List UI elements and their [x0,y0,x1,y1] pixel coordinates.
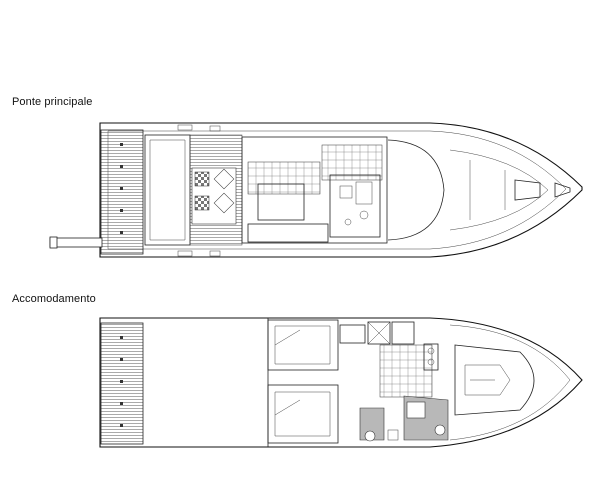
corridor [379,344,433,398]
cabin-port [267,319,339,371]
lower-deck-label: Accomodamento [12,293,96,305]
lower-deck-plan [99,317,583,448]
helm-station [329,174,381,238]
lower-swim-platform [100,322,144,445]
cabin-starboard [267,384,339,444]
lower-deck-hull [99,317,583,448]
anchor-locker [554,182,571,198]
salon [241,136,388,244]
passerelle [49,237,103,248]
vip-cabin [454,344,535,416]
main-deck-plan [49,122,583,258]
swim-platform [100,129,144,255]
main-deck-label: Ponte principale [12,96,93,108]
salon-table [257,183,305,221]
head-aft [359,407,385,441]
